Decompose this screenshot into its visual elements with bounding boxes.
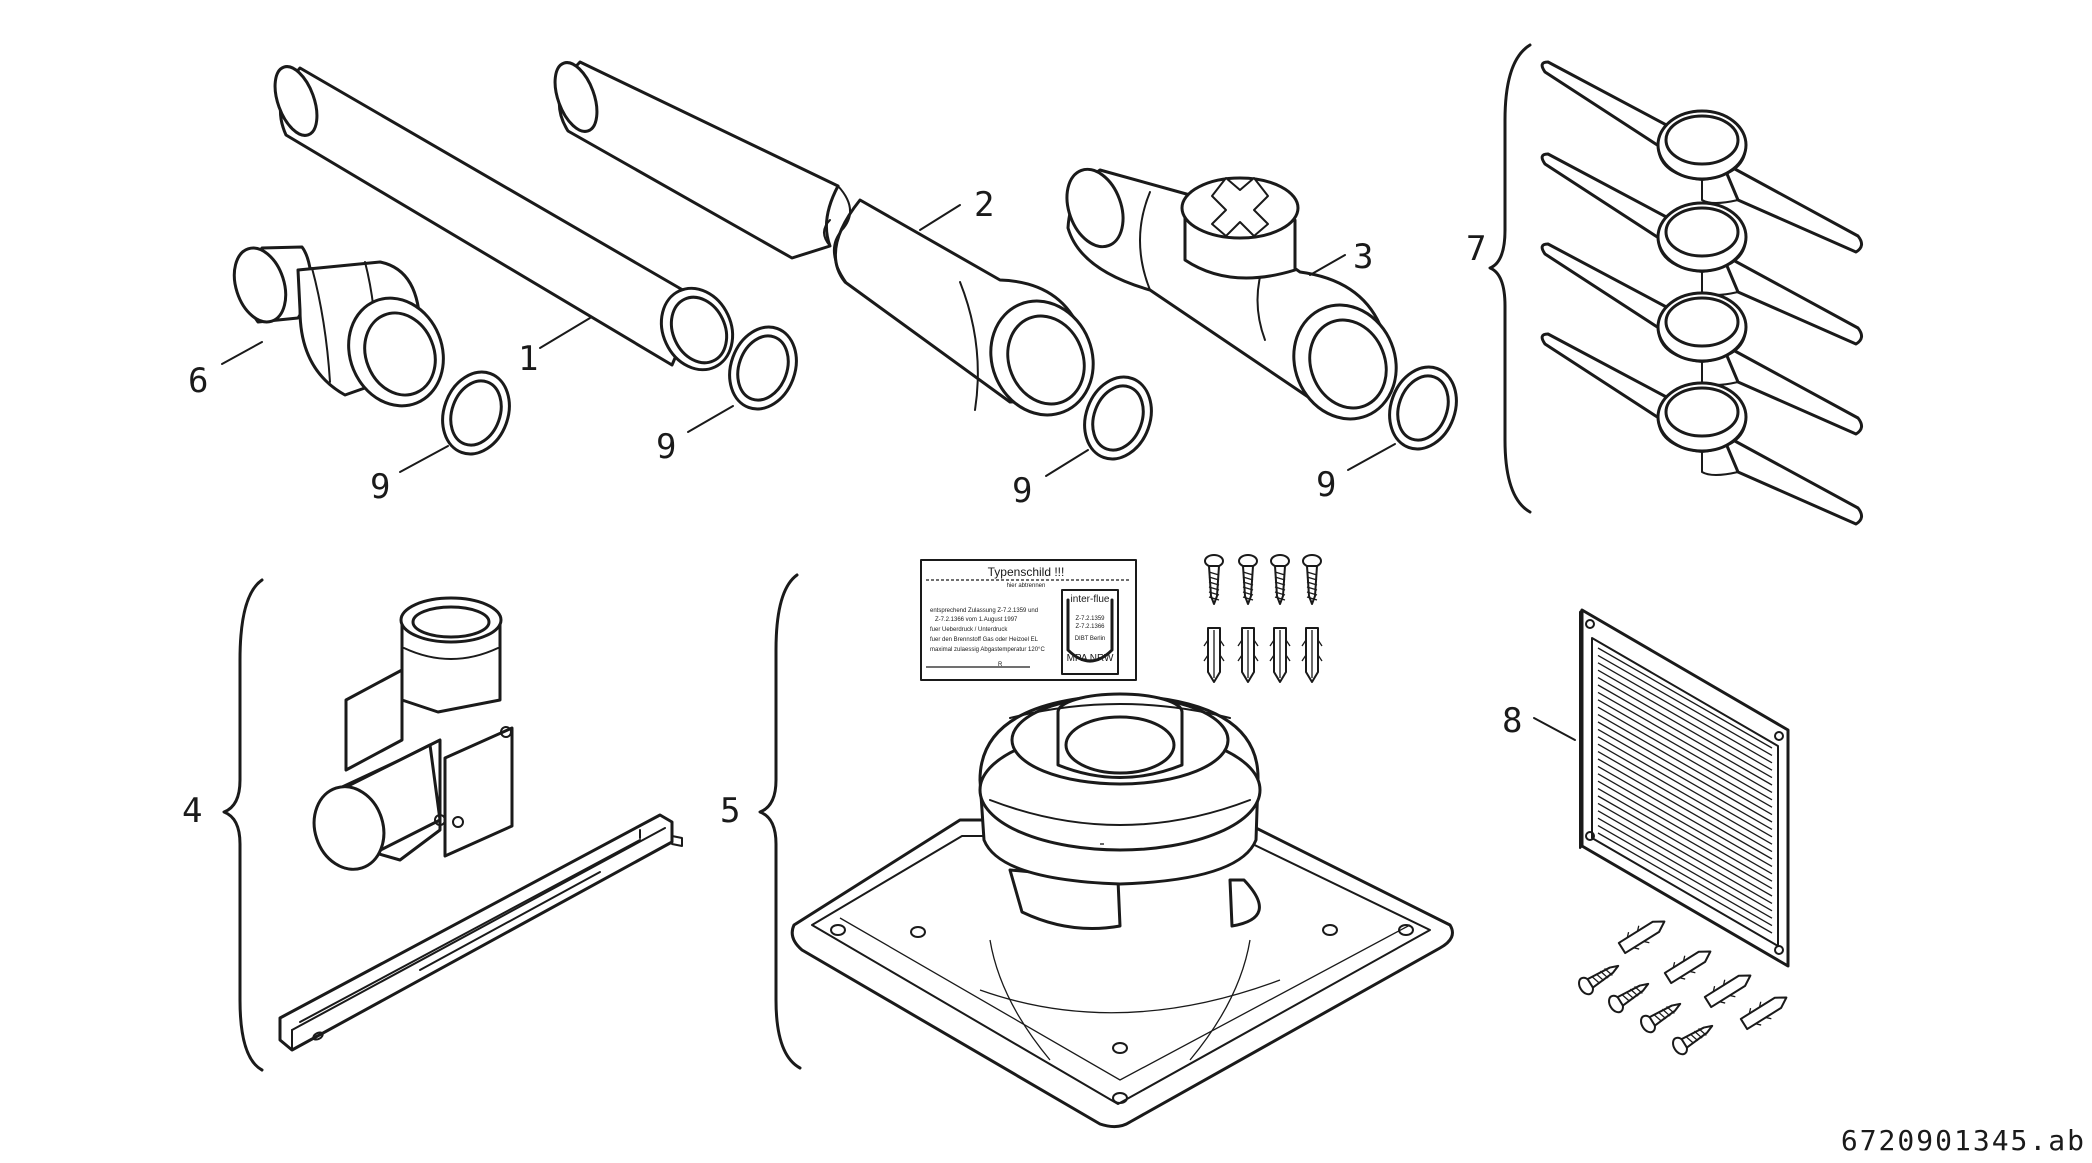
part-8-fixing-set	[1578, 920, 1788, 1056]
type-plate-line-3: fuer Ueberdruck / Unterdruck	[930, 627, 1008, 633]
screw	[1578, 964, 1620, 996]
callout-9-c: 9	[1012, 471, 1032, 511]
part-5-screws	[1204, 554, 1322, 605]
screw	[1302, 554, 1322, 605]
part-7-pipe-clamps	[1540, 60, 1863, 526]
callout-2: 2	[974, 185, 994, 225]
part-9-seal-ring-b	[728, 325, 798, 411]
screw	[1672, 1024, 1714, 1056]
type-plate-line-4: fuer den Brennstoff Gas oder Heizoel EL	[930, 637, 1039, 643]
leader-lines	[221, 204, 1576, 741]
type-plate-label: Typenschild !!! hier abtrennen entsprech…	[920, 559, 1137, 681]
screw	[1640, 1002, 1682, 1034]
callout-9-d: 9	[1316, 465, 1336, 505]
part-5-flat-roof-collar	[790, 692, 1454, 1129]
wall-plug	[1203, 627, 1225, 683]
wall-plug	[1703, 974, 1752, 1009]
part-9-seal-ring-d	[1388, 365, 1458, 451]
wall-plug	[1617, 920, 1666, 955]
pipe-clamp	[1540, 60, 1863, 254]
screw	[1608, 982, 1650, 1014]
type-plate-approval-mark: MPA NRW	[1067, 653, 1114, 664]
part-9-seal-ring-c	[1083, 375, 1153, 461]
callout-4: 4	[182, 791, 202, 831]
type-plate-title: Typenschild !!!	[988, 565, 1065, 579]
pipe-clamp	[1540, 152, 1863, 346]
callout-6: 6	[188, 361, 208, 401]
wall-plug	[1301, 627, 1323, 683]
part-6-adapter	[232, 245, 445, 408]
part-1-pipe	[273, 65, 735, 372]
part-4-brace	[222, 578, 264, 1072]
callout-9-b: 9	[656, 427, 676, 467]
type-plate-brand: inter-flue	[1071, 594, 1110, 605]
part-4-support-bend	[278, 596, 683, 1052]
callout-7: 7	[1466, 229, 1486, 269]
wall-plug	[1269, 627, 1291, 683]
type-plate-approval-1: Z-7.2.1359	[1075, 616, 1105, 622]
part-7-brace	[1488, 43, 1532, 514]
type-plate-line-5: maximal zulaessig Abgastemperatur 120°C	[930, 647, 1045, 653]
figure-reference: 6720901345.ab	[1841, 1124, 2086, 1157]
type-plate-approval-3: DIBT Berlin	[1075, 636, 1106, 642]
screw	[1238, 554, 1258, 605]
callout-3: 3	[1353, 237, 1373, 277]
part-2-pipe-with-socket	[553, 60, 1095, 417]
wall-plug	[1739, 996, 1788, 1031]
callout-8: 8	[1502, 701, 1522, 741]
screw	[1270, 554, 1290, 605]
wall-plug	[1237, 627, 1259, 683]
type-plate-footer-mark: R	[998, 662, 1003, 668]
pipe-clamp	[1540, 242, 1863, 436]
part-5-brace	[758, 573, 802, 1070]
type-plate-line-2: Z-7.2.1366 vom 1.August 1997	[935, 617, 1018, 623]
part-9-seal-ring-a	[441, 370, 511, 456]
callout-5: 5	[720, 791, 740, 831]
wall-plug	[1663, 950, 1712, 985]
part-5-wall-plugs	[1203, 627, 1323, 683]
callout-1: 1	[518, 339, 538, 379]
screw	[1204, 554, 1224, 605]
type-plate-subtitle: hier abtrennen	[1007, 583, 1046, 589]
grille-slats	[1597, 647, 1773, 934]
part-3-inspection-tee	[1065, 167, 1398, 421]
type-plate-approval-2: Z-7.2.1366	[1075, 624, 1105, 630]
part-8-ventilation-grille	[1579, 608, 1790, 968]
type-plate-line-1: entsprechend Zulassung Z-7.2.1359 und	[930, 608, 1038, 614]
callout-9-a: 9	[370, 467, 390, 507]
pipe-clamp	[1540, 332, 1863, 526]
